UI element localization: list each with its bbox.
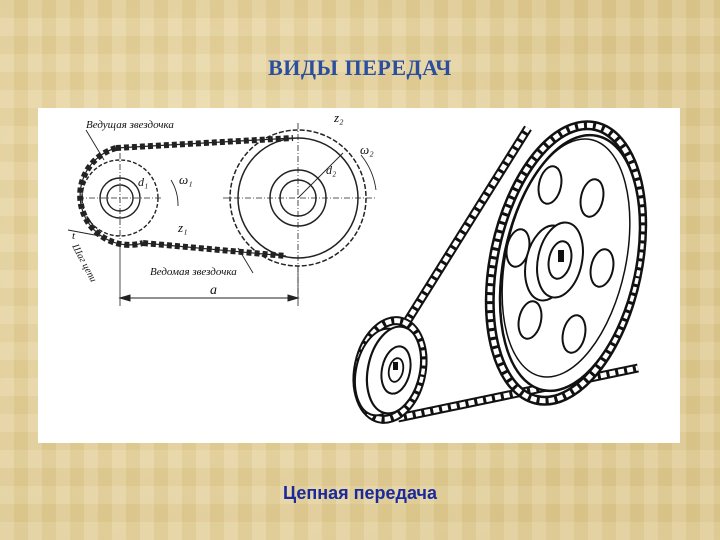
leader-lines <box>67 129 377 274</box>
z2-label: z₂ <box>333 110 344 125</box>
large-sprocket-illustration <box>498 133 642 393</box>
diagram-panel: Ведущая звездочка Ведомая звездочка z₂ z… <box>38 108 680 443</box>
driven-sprocket-schematic <box>223 123 376 298</box>
schematic-drawing: Ведущая звездочка Ведомая звездочка z₂ z… <box>67 110 377 306</box>
small-sprocket-illustration <box>353 325 423 417</box>
driving-sprocket-schematic <box>78 153 162 243</box>
center-distance-dimension <box>118 243 300 306</box>
schematic-chain <box>77 135 294 259</box>
driven-sprocket-label: Ведомая звездочка <box>150 266 237 278</box>
chain-drive-illustration <box>352 120 648 424</box>
d1-label: d₁ <box>138 175 148 189</box>
chain-drive-figure: Ведущая звездочка Ведомая звездочка z₂ z… <box>67 110 648 424</box>
slide-title: ВИДЫ ПЕРЕДАЧ <box>268 55 452 80</box>
z1-label: z₁ <box>177 220 188 235</box>
d2-label: d₂ <box>326 163 336 177</box>
slide-caption: Цепная передача <box>283 483 437 503</box>
chain-pitch-label: Шаг цепи <box>69 241 99 284</box>
omega1-label: ω₁ <box>179 172 193 187</box>
omega2-label: ω₂ <box>360 142 374 157</box>
pitch-label: t <box>72 230 76 242</box>
driving-sprocket-label: Ведущая звездочка <box>86 119 174 131</box>
center-distance-label: a <box>210 283 217 298</box>
